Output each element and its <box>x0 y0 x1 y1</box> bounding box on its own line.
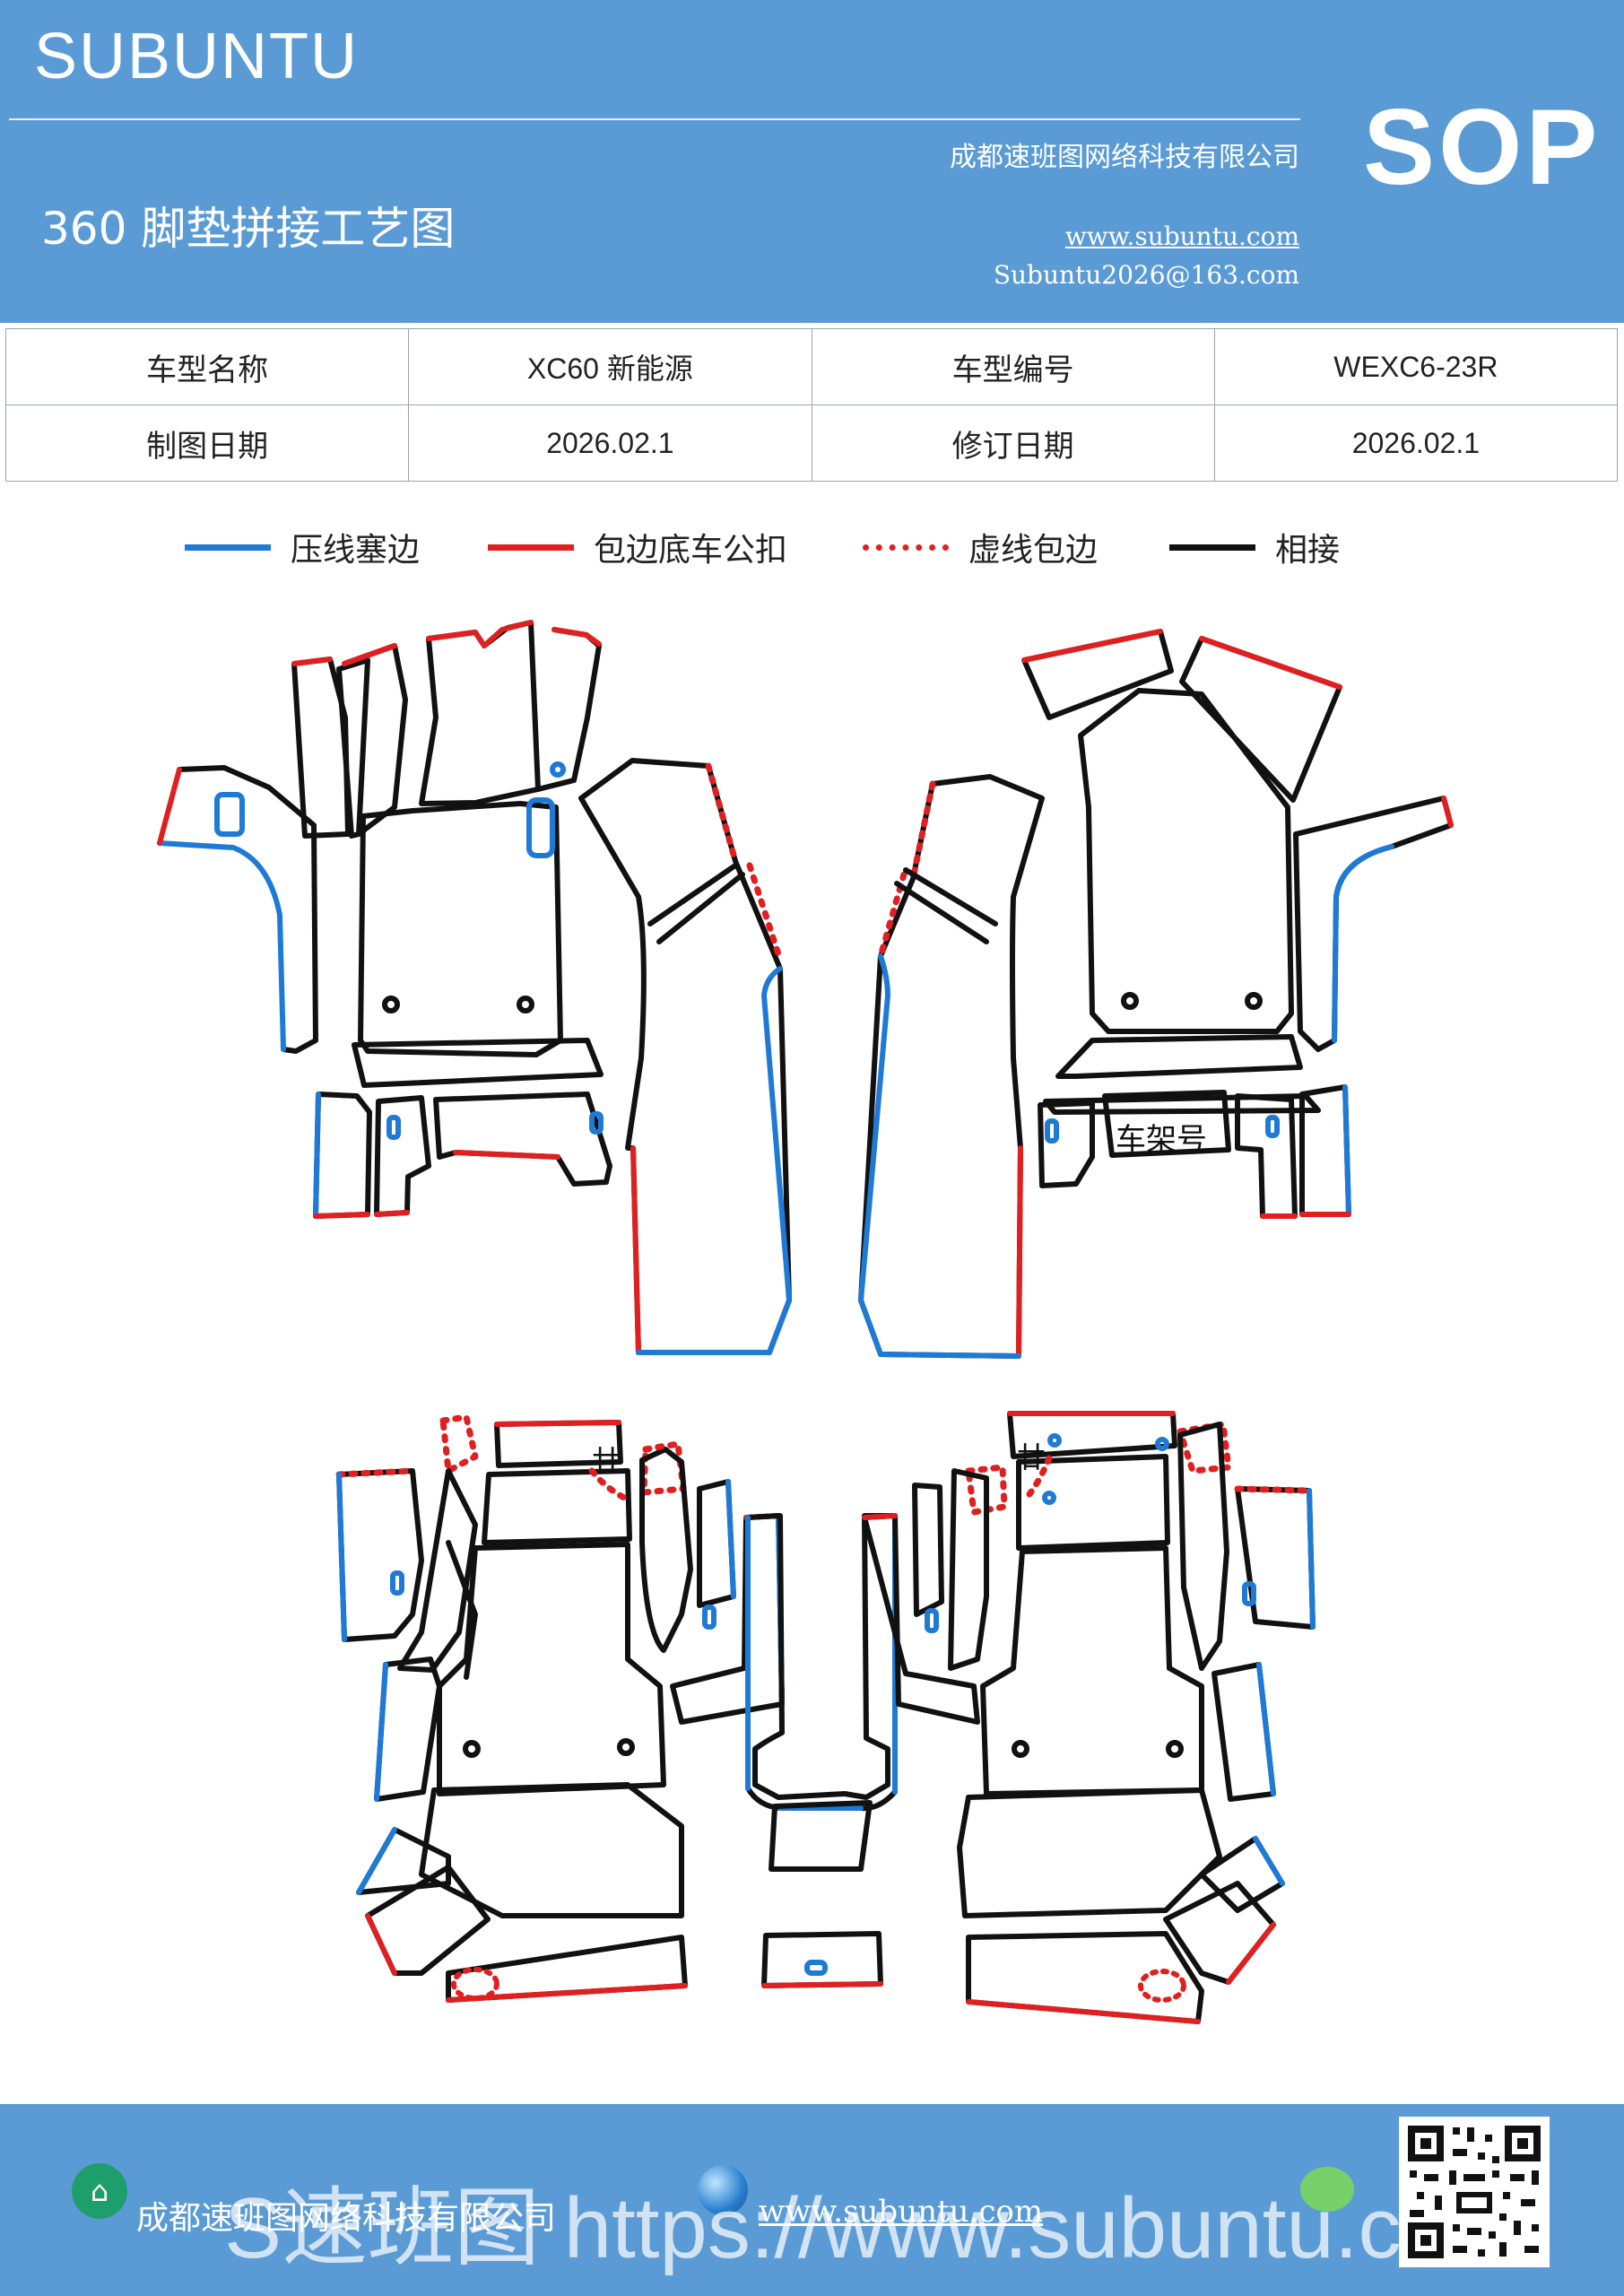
page-title: 360 脚垫拼接工艺图 <box>41 203 456 255</box>
value-model-code: WEXC6-23R <box>1213 328 1619 405</box>
sop-label: SOP <box>1363 87 1602 207</box>
table-row: 制图日期 2026.02.1 修订日期 2026.02.1 <box>4 404 1619 482</box>
legend-label: 虚线包边 <box>968 532 1099 569</box>
brand-logo-text: SUBUNTU <box>34 21 360 92</box>
footer-banner: ⌂ 成都速班图网络科技有限公司 www.subuntu.com S速班图 htt… <box>0 2104 1624 2296</box>
legend-item-edge-clip: 包边底车公扣 <box>488 520 787 574</box>
company-name: 成都速班图网络科技有限公司 <box>950 142 1299 173</box>
header-divider <box>9 118 1300 120</box>
rear-left-mat-group: 廿 <box>335 1413 785 2003</box>
center-tunnel-group <box>745 1513 898 1988</box>
footer-company: 成都速班图网络科技有限公司 <box>136 2200 557 2237</box>
legend-label: 相接 <box>1275 532 1341 569</box>
front-right-mat-group <box>858 629 1454 1359</box>
vehicle-info-table: 车型名称 XC60 新能源 车型编号 WEXC6-23R 制图日期 2026.0… <box>4 328 1619 482</box>
building-icon: ⌂ <box>72 2163 127 2219</box>
line-legend: 压线塞边 包边底车公扣 虚线包边 相接 <box>0 520 1624 574</box>
svg-text:廿: 廿 <box>592 1444 621 1478</box>
value-drawing-date: 2026.02.1 <box>408 404 812 482</box>
value-model-name: XC60 新能源 <box>408 328 812 405</box>
table-row: 车型名称 XC60 新能源 车型编号 WEXC6-23R <box>4 328 1619 405</box>
legend-swatch-blue <box>185 544 271 551</box>
legend-label: 包边底车公扣 <box>594 532 788 569</box>
label-model-name: 车型名称 <box>4 328 410 405</box>
legend-swatch-red <box>488 544 574 551</box>
legend-swatch-black <box>1169 544 1255 551</box>
svg-text:廿: 廿 <box>1017 1440 1046 1474</box>
frame-number-label: 车架号 <box>1116 1122 1207 1158</box>
footer-website-link[interactable]: www.subuntu.com <box>759 2194 1044 2230</box>
legend-item-press-line: 压线塞边 <box>185 520 420 574</box>
front-left-mat-group <box>157 620 792 1355</box>
email-text: Subuntu2026@163.com <box>993 260 1299 290</box>
header-banner: SUBUNTU SOP 成都速班图网络科技有限公司 360 脚垫拼接工艺图 ww… <box>0 0 1624 323</box>
rear-right-mat-group: 廿 <box>862 1411 1316 2024</box>
globe-icon <box>698 2165 748 2215</box>
value-revision-date: 2026.02.1 <box>1213 404 1619 482</box>
label-revision-date: 修订日期 <box>811 404 1215 482</box>
legend-swatch-red-dotted <box>863 544 949 551</box>
legend-label: 压线塞边 <box>291 532 421 569</box>
legend-item-joint: 相接 <box>1169 520 1340 574</box>
legend-item-dotted-edge: 虚线包边 <box>863 520 1098 574</box>
label-model-code: 车型编号 <box>811 328 1215 405</box>
qr-code <box>1399 2117 1550 2267</box>
website-link[interactable]: www.subuntu.com <box>1064 222 1299 251</box>
qr-code-icon <box>1399 2117 1550 2267</box>
label-drawing-date: 制图日期 <box>4 404 410 482</box>
wechat-icon <box>1300 2167 1354 2212</box>
